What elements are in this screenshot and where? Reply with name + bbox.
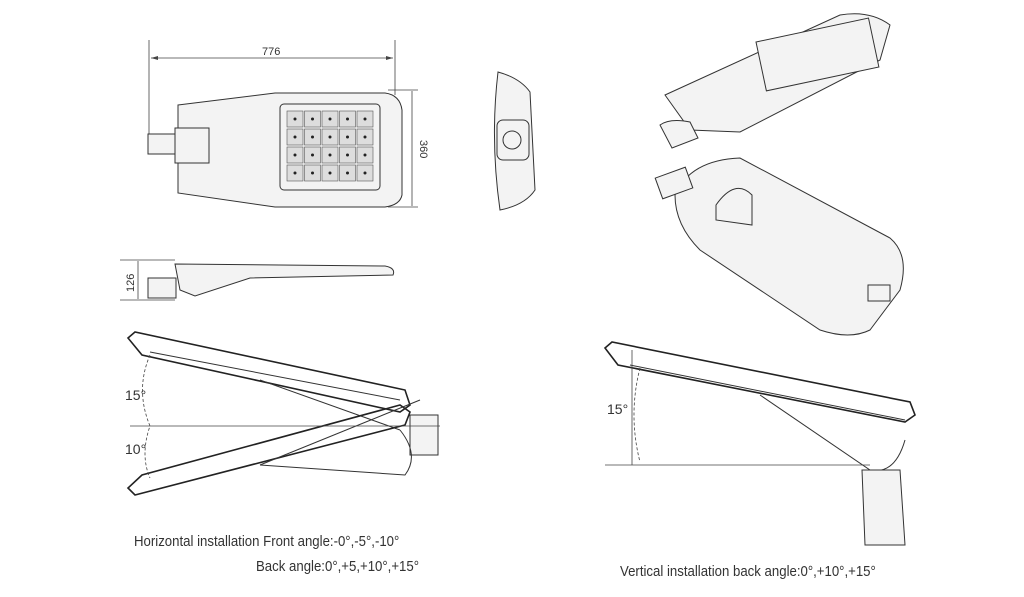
horizontal-tilt-diagram: 15° 10° — [125, 331, 440, 496]
caption-horizontal-front: Horizontal installation Front angle:-0°,… — [134, 533, 400, 550]
perspective-view-top — [654, 157, 904, 336]
length-dimension: 776 — [262, 46, 280, 58]
caption-horizontal-back: Back angle:0°,+5,+10°,+15° — [256, 558, 419, 575]
led-dot — [346, 171, 349, 175]
led-dot — [363, 117, 367, 121]
led-dot — [311, 171, 314, 175]
led-dot — [346, 153, 349, 157]
led-dot — [311, 117, 314, 121]
led-dot — [311, 153, 314, 157]
led-dot — [346, 135, 349, 139]
vertical-tilt-diagram: 15° — [603, 341, 916, 546]
led-dot — [311, 135, 314, 139]
side-view: 126 — [120, 259, 395, 301]
front-view — [493, 71, 536, 211]
led-dot — [346, 117, 349, 121]
angle-label-up: 15° — [125, 387, 146, 403]
led-dot — [293, 153, 297, 157]
perspective-view-bottom — [659, 13, 891, 149]
height-dimension: 126 — [125, 274, 137, 292]
led-dot — [328, 171, 332, 175]
led-dot — [293, 135, 297, 139]
led-dot — [363, 153, 367, 157]
led-dot — [328, 117, 332, 121]
width-dimension: 360 — [417, 140, 429, 158]
angle-label-vertical: 15° — [607, 401, 628, 417]
led-dot — [363, 135, 367, 139]
angle-label-down: 10° — [125, 441, 146, 457]
caption-vertical-back: Vertical installation back angle:0°,+10°… — [620, 563, 876, 580]
led-dot — [328, 153, 332, 157]
top-view: 776 360 — [147, 40, 429, 208]
led-dot — [293, 117, 297, 121]
led-dot — [293, 171, 297, 175]
led-array — [286, 110, 374, 182]
led-dot — [328, 135, 332, 139]
led-dot — [363, 171, 367, 175]
